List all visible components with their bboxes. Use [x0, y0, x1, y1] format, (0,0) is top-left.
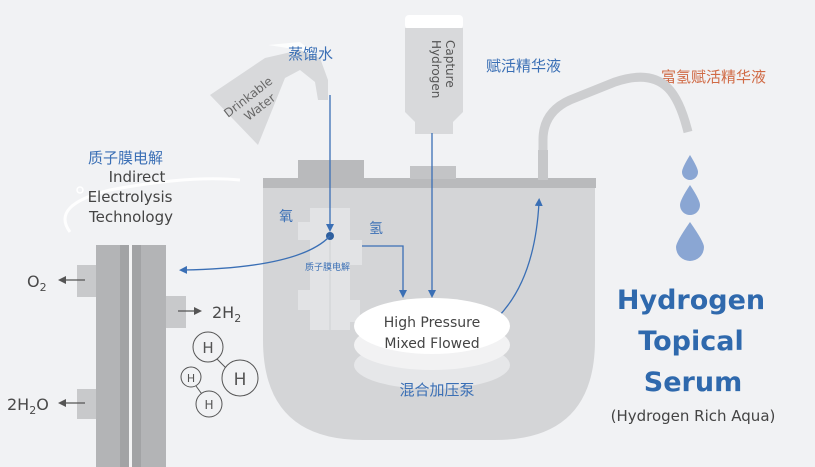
water-pitcher: Drinkable Water [210, 42, 328, 145]
pump-label-line1: High Pressure [384, 315, 480, 331]
product-title-line1: Hydrogen [617, 285, 765, 316]
activation-essence-label: 赋活精华液 [486, 57, 561, 75]
distilled-water-label: 蒸馏水 [288, 45, 333, 63]
product-subtitle: (Hydrogen Rich Aqua) [611, 407, 776, 425]
product-title-line3: Serum [644, 367, 742, 398]
hydrogen-capture-label: Hydrogen Capture [429, 40, 457, 102]
atom-label: H [187, 372, 195, 385]
atom-label: H [202, 339, 213, 357]
hydrogen-label: 氢 [369, 221, 383, 237]
pump-label-line2: Mixed Flowed [384, 336, 479, 352]
hydrogen-molecule-icon [180, 331, 259, 418]
h2-label: 2H2 [212, 303, 241, 325]
indirect-line3: Technology [88, 208, 173, 226]
atom-label: H [204, 398, 213, 412]
oxygen-label: 氧 [279, 209, 293, 225]
atom-label: H [234, 370, 247, 390]
drop-icon [680, 185, 700, 215]
oxygen-out-arrow [179, 235, 331, 274]
hydrogen-capture-bottle: Hydrogen Capture [405, 15, 463, 134]
pump-cn-label: 混合加压泵 [399, 381, 474, 399]
pump-outflow-arrow [496, 198, 543, 319]
product-title-line2: Topical [638, 326, 743, 357]
o2-label: O2 [27, 272, 47, 294]
indirect-line1: Indirect [109, 168, 166, 186]
pem-electrolysis-label: 质子膜电解 [88, 149, 163, 167]
electrolysis-cell [77, 245, 186, 467]
pem-small-label: 质子膜电解 [305, 261, 350, 273]
drop-icon [676, 222, 704, 261]
outlet-pipe [538, 72, 693, 180]
indirect-line2: Electrolysis [88, 188, 173, 206]
drop-icon [682, 155, 698, 180]
high-pressure-pump [354, 298, 510, 389]
h2o-label: 2H2O [7, 395, 49, 417]
hydrogen-to-pump-arrow [362, 245, 407, 298]
orbit-swoosh [63, 177, 241, 233]
rich-hydrogen-essence-label: 富氢赋活精华液 [661, 68, 766, 86]
